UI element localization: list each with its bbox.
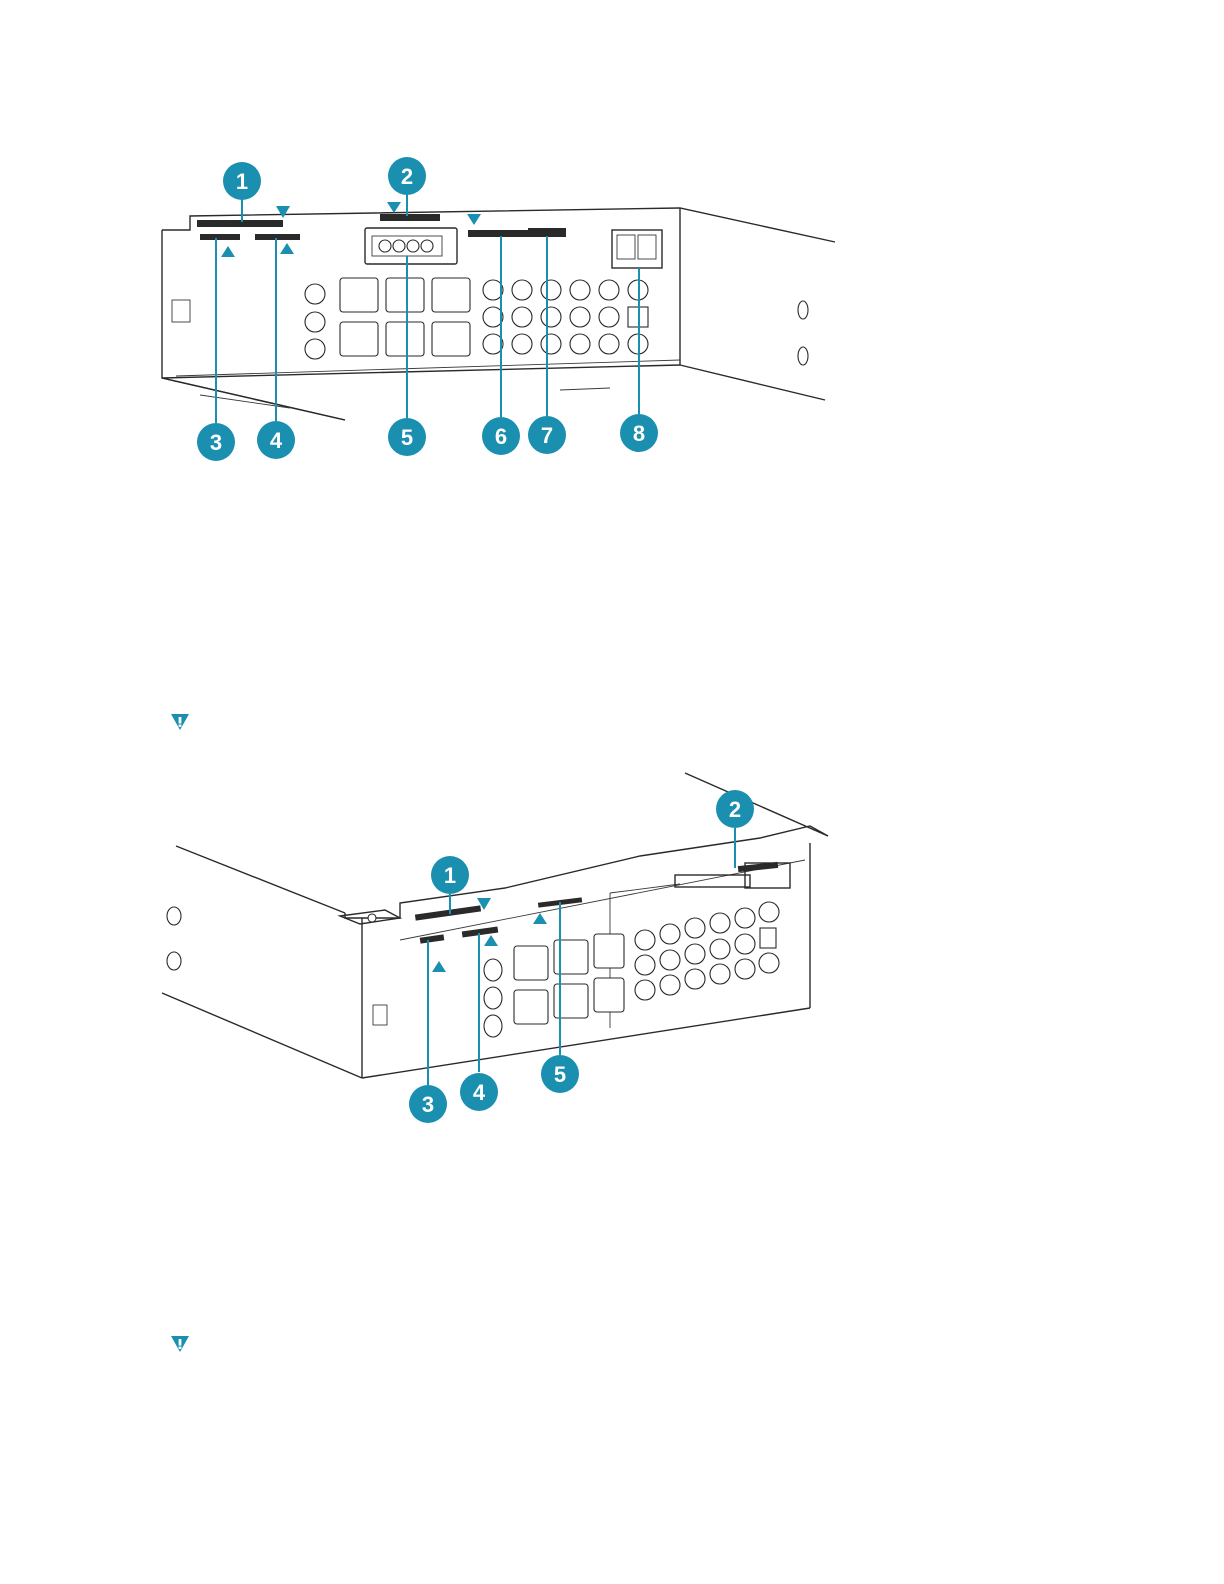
svg-text:4: 4 [473,1080,486,1105]
marker-up-icon [280,243,294,254]
callout-1: 1 [431,856,469,894]
vent-pattern [484,902,779,1037]
marker-up-icon [484,935,498,946]
drive-cage-front-drawing: 1 2 3 4 5 6 7 8 [0,150,1224,470]
callout-3: 3 [197,423,235,461]
marker-down-icon [467,214,481,225]
svg-text:6: 6 [495,424,507,449]
svg-text:4: 4 [270,428,283,453]
marker-up-icon [432,961,446,972]
marker-down-icon [276,206,290,218]
callout-4: 4 [257,421,295,459]
caution-triangle-icon [170,1334,190,1354]
connectors [197,214,662,268]
marker-up-icon [533,913,547,924]
svg-text:5: 5 [401,425,413,450]
svg-text:8: 8 [633,421,645,446]
vent-pattern [305,278,648,359]
callout-2: 2 [388,157,426,195]
svg-text:7: 7 [541,423,553,448]
callout-5: 5 [388,418,426,456]
callout-6: 6 [482,417,520,455]
callout-4: 4 [460,1073,498,1111]
callout-5: 5 [541,1055,579,1093]
caution-triangle-icon [170,712,190,732]
svg-text:2: 2 [729,797,741,822]
marker-up-icon [221,246,235,257]
marker-down-icon [387,202,401,213]
callout-3: 3 [409,1085,447,1123]
drive-cage-rear-diagram: 1 2 3 4 5 [0,768,1224,1128]
svg-text:3: 3 [210,430,222,455]
drive-cage-front-diagram: 1 2 3 4 5 6 7 8 [0,150,1224,470]
callout-7: 7 [528,416,566,454]
svg-text:1: 1 [444,863,456,888]
drive-cage-rear-drawing: 1 2 3 4 5 [0,768,1224,1128]
callout-8: 8 [620,414,658,452]
callout-2: 2 [716,790,754,828]
callout-1: 1 [223,162,261,200]
svg-text:5: 5 [554,1062,566,1087]
svg-text:3: 3 [422,1092,434,1117]
svg-text:1: 1 [236,169,248,194]
svg-text:2: 2 [401,164,413,189]
